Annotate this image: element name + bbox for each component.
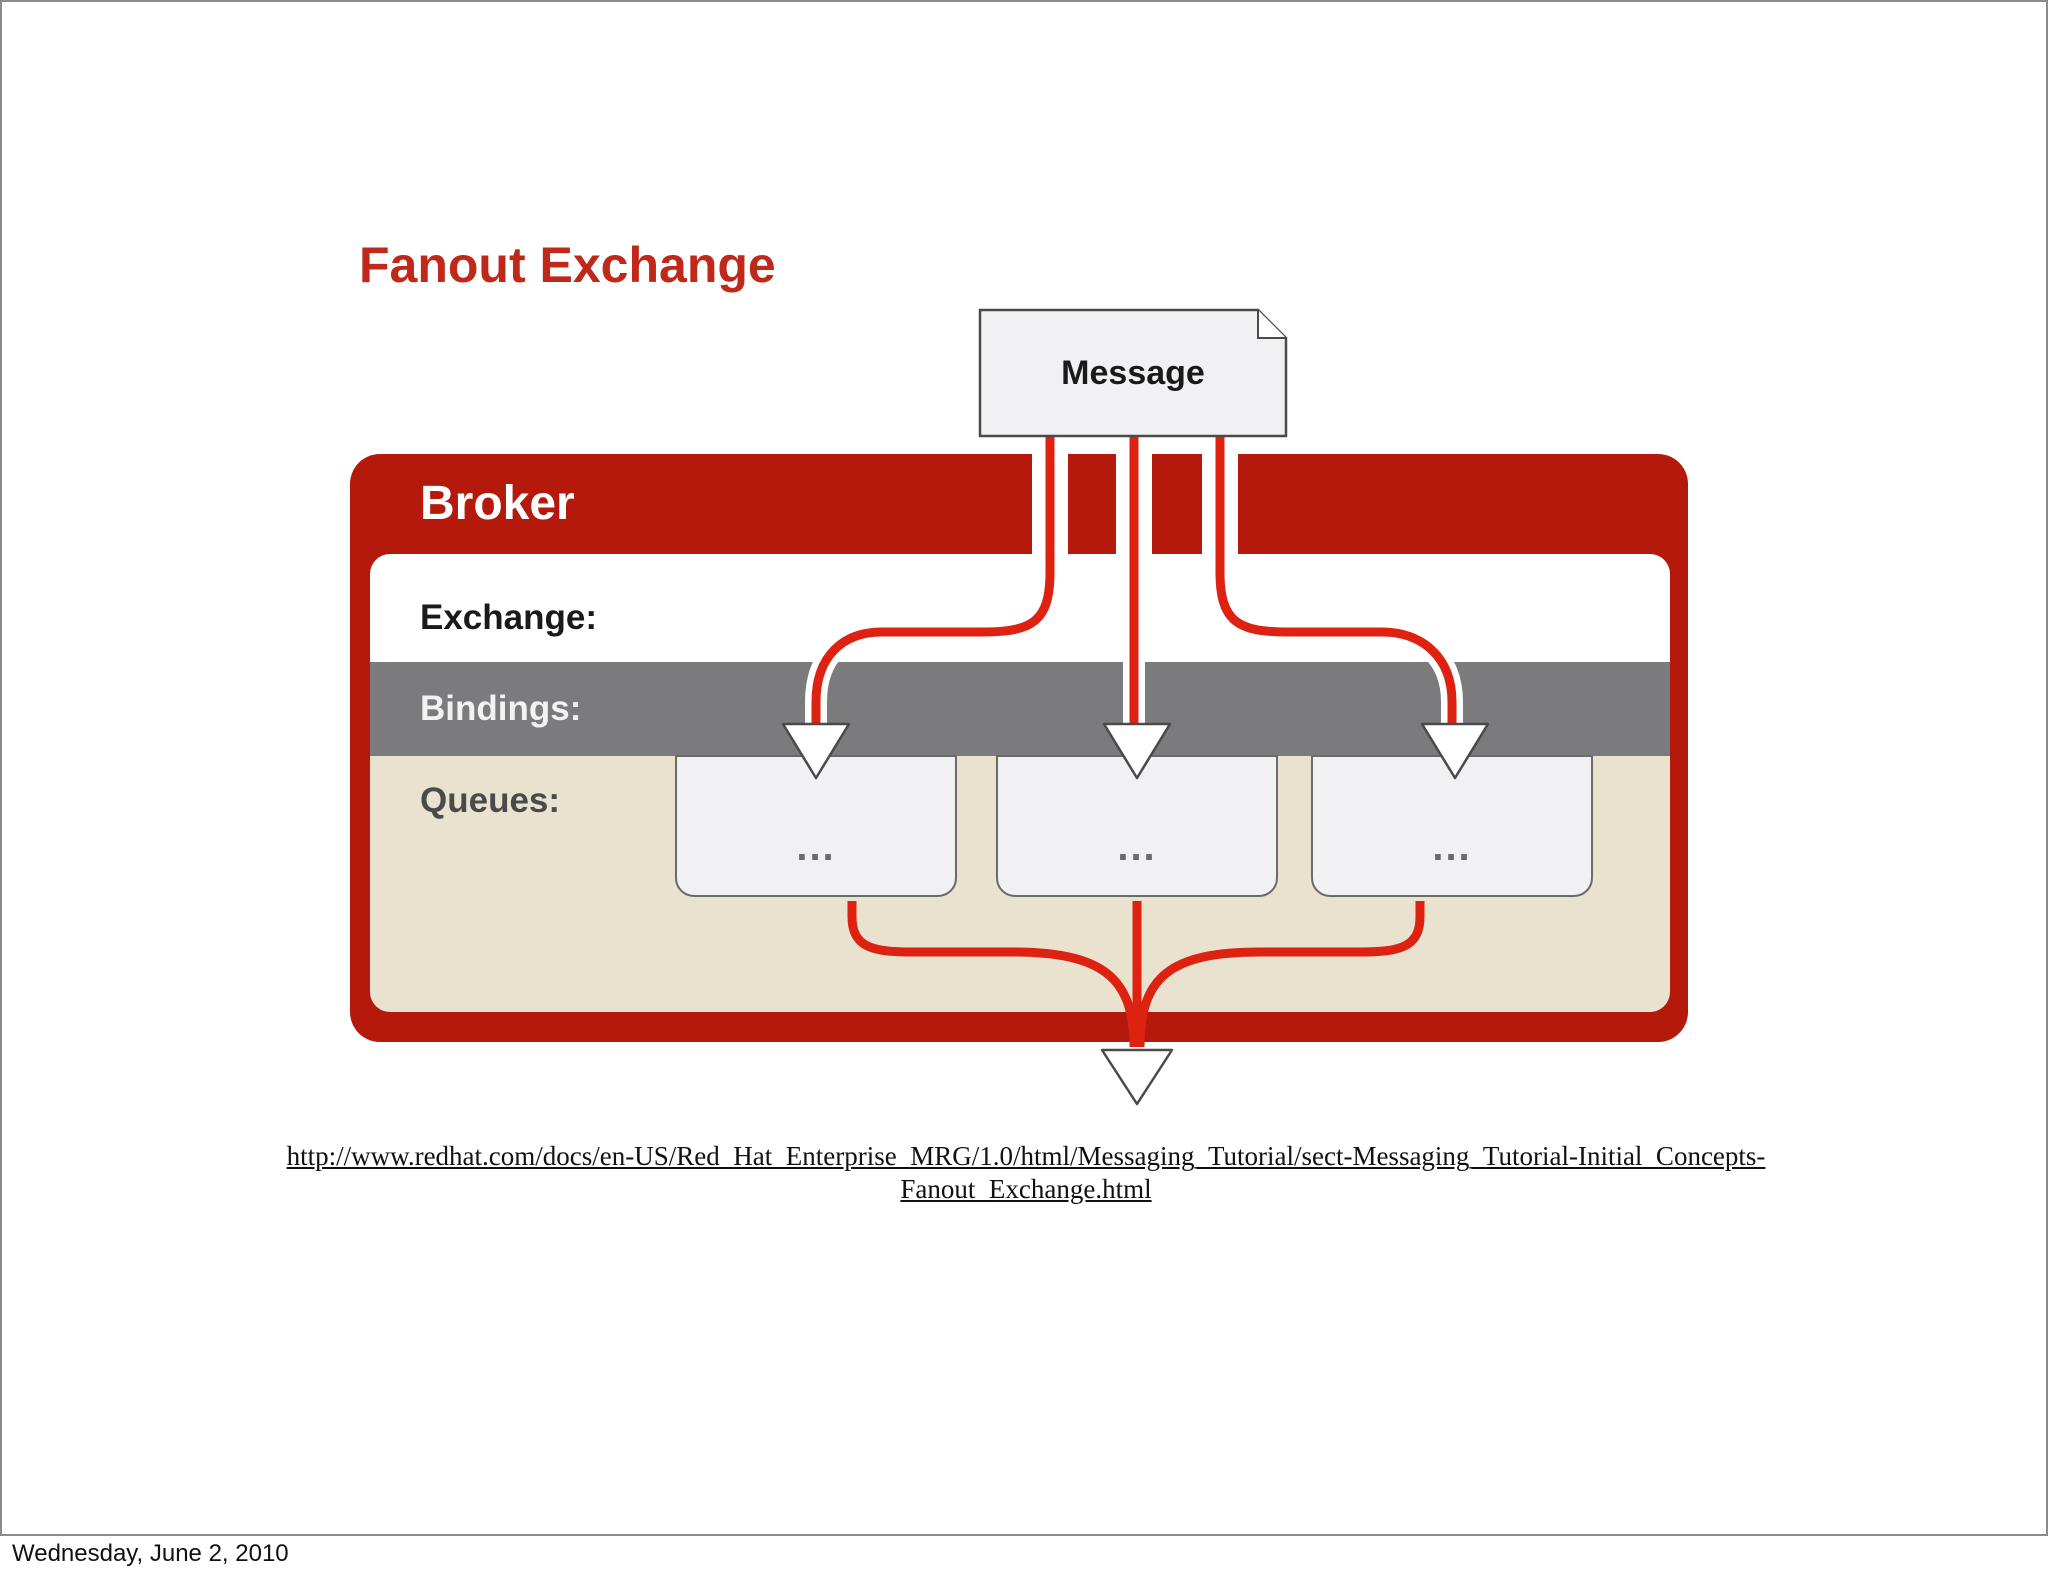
fanout-exchange-diagram: Fanout Exchange Broker Exchange: Binding… [350,237,1688,1106]
queue-box: ... [675,755,957,897]
page-fold-icon [1257,310,1286,339]
down-arrow-icon [1420,722,1490,780]
exchange-label: Exchange: [420,598,597,637]
down-arrow-icon [781,722,851,780]
slide: Fanout Exchange Broker Exchange: Binding… [0,0,2048,1536]
down-arrow-icon [1100,1048,1174,1106]
source-url-line2[interactable]: Fanout_Exchange.html [900,1174,1152,1204]
broker-label: Broker [420,477,575,530]
down-arrow-icon [1102,722,1172,780]
source-url-line1[interactable]: http://www.redhat.com/docs/en-US/Red_Hat… [286,1141,1766,1171]
queue-box: ... [1311,755,1593,897]
queue-box: ... [996,755,1278,897]
message-box: Message [978,308,1288,438]
queue-label: ... [1117,825,1156,869]
arrow-heads [781,722,1490,1106]
source-url-link[interactable]: http://www.redhat.com/docs/en-US/Red_Hat… [202,1140,1850,1206]
diagram-title: Fanout Exchange [359,237,776,293]
footer-date: Wednesday, June 2, 2010 [12,1540,289,1567]
message-label: Message [1061,354,1205,392]
queue-label: ... [1432,825,1471,869]
bindings-label: Bindings: [420,689,581,728]
outgoing-flows [847,901,1425,1048]
queues-label: Queues: [420,781,560,820]
queue-label: ... [796,825,835,869]
incoming-flows [811,434,1457,726]
